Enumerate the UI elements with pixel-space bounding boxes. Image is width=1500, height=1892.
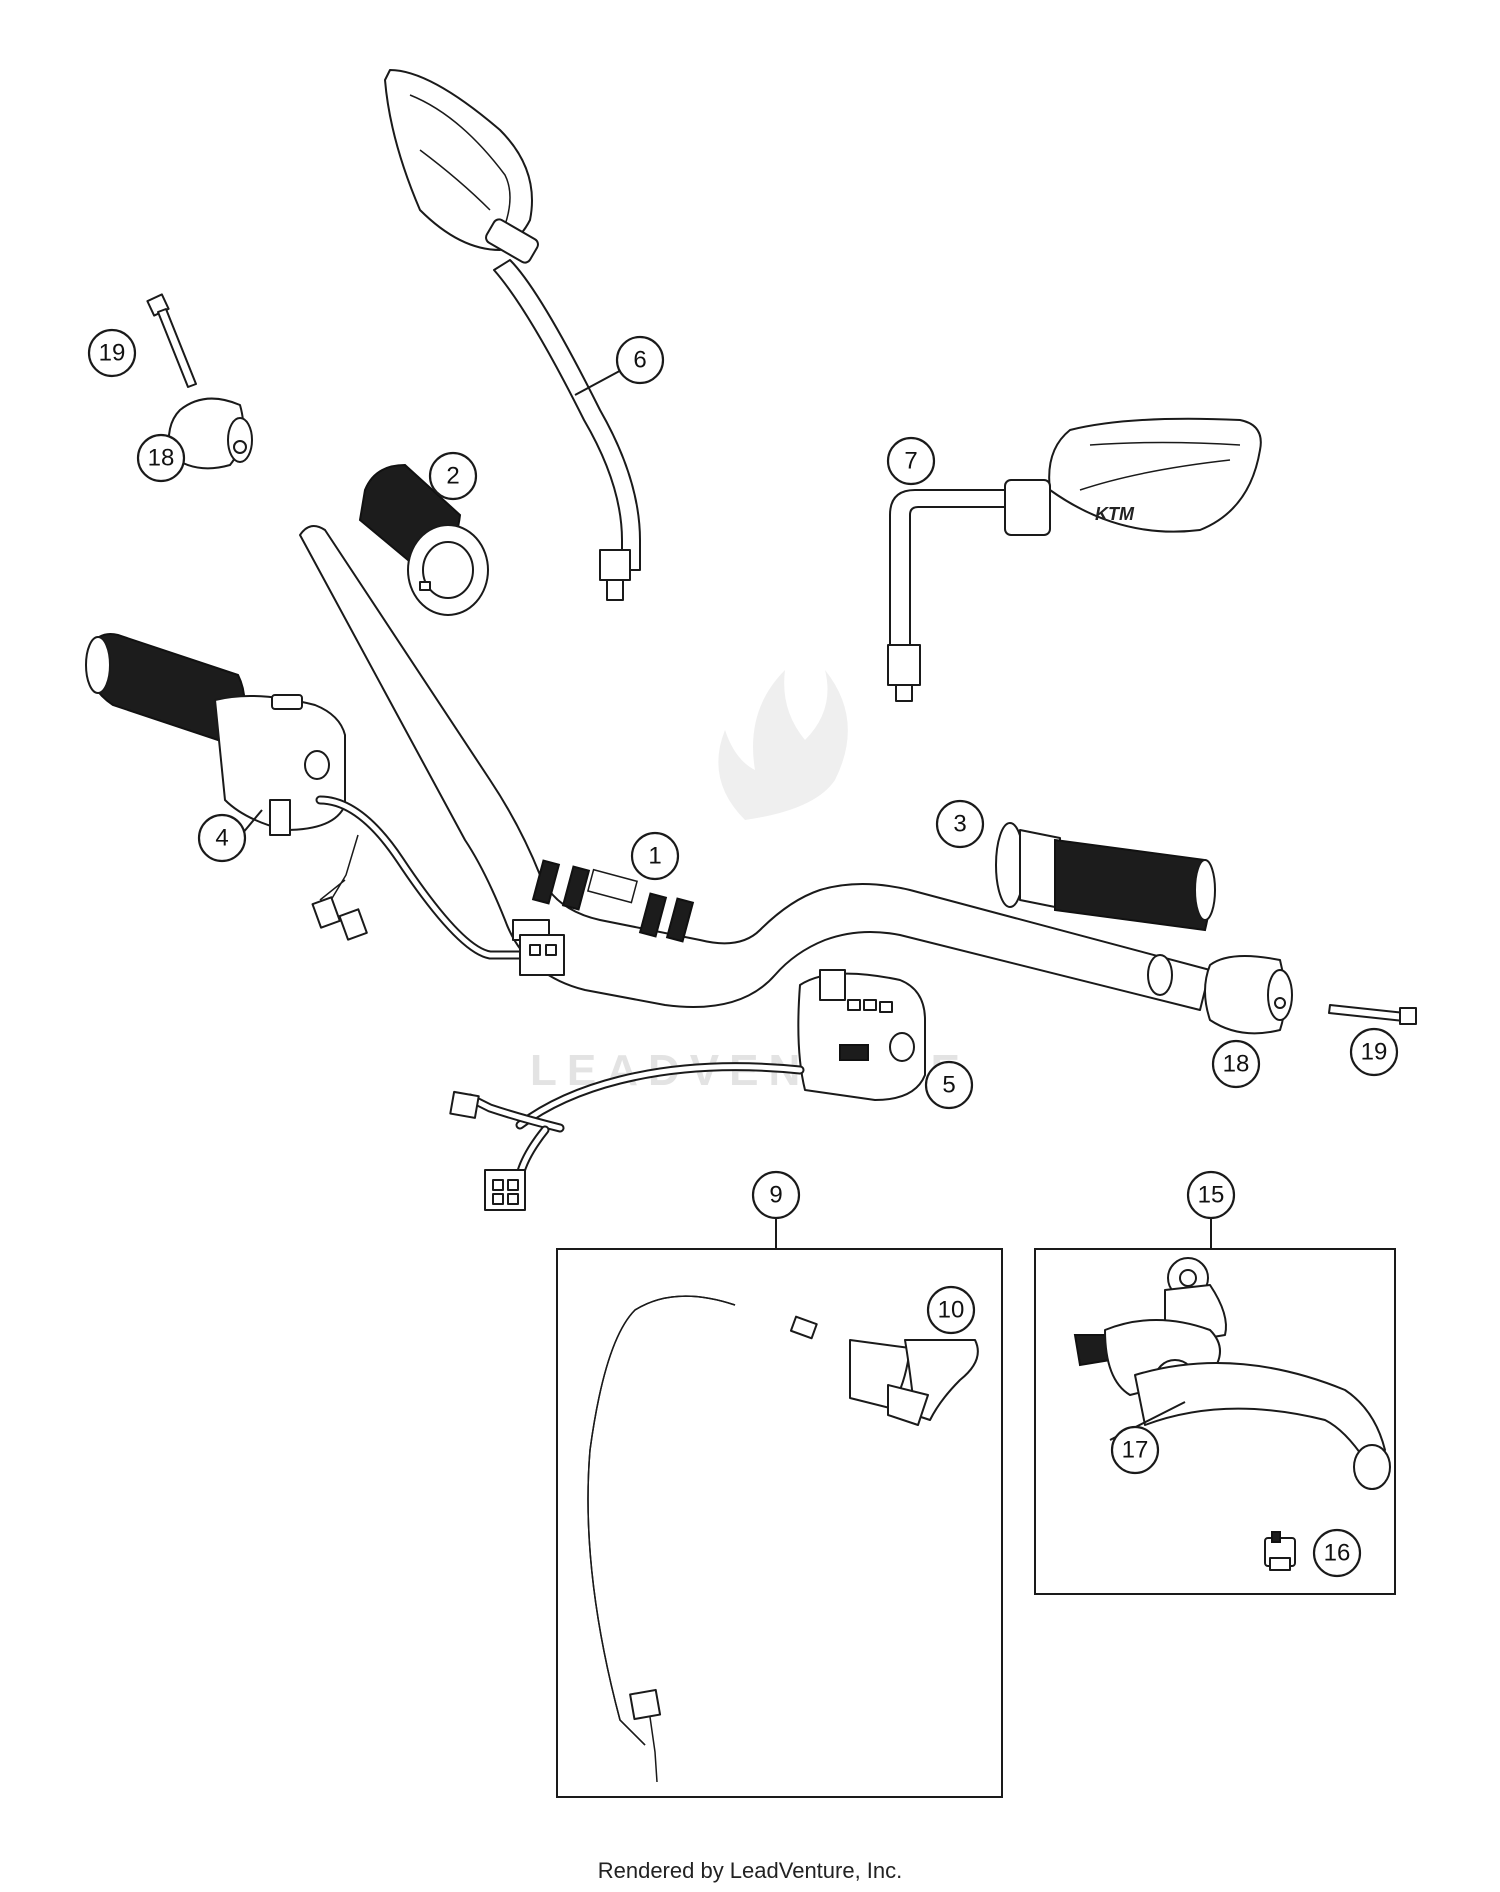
- footer-credit: Rendered by LeadVenture, Inc.: [597, 1858, 903, 1883]
- svg-text:6: 6: [633, 347, 646, 374]
- mirror-right: KTM: [887, 417, 1262, 702]
- mirror-left: [384, 69, 641, 601]
- svg-text:5: 5: [942, 1072, 955, 1099]
- bar-end-weight-right: [1204, 955, 1293, 1035]
- callout-6[interactable]: 6: [615, 335, 665, 385]
- svg-text:15: 15: [1198, 1182, 1225, 1209]
- grip-left: [358, 463, 489, 616]
- callout-5[interactable]: 5: [924, 1060, 974, 1110]
- clutch-lever-assembly: [1073, 1257, 1391, 1490]
- callout-1[interactable]: 1: [630, 831, 680, 881]
- kit-box-9: [556, 1248, 1003, 1798]
- svg-text:2: 2: [446, 463, 459, 490]
- svg-text:16: 16: [1324, 1540, 1351, 1567]
- bolt-upper-left: [146, 293, 197, 388]
- handlebar: [299, 525, 1211, 1011]
- right-switch-assembly: [449, 969, 926, 1211]
- callout-3[interactable]: 3: [935, 799, 985, 849]
- bolt-right: [1328, 1004, 1417, 1025]
- callout-4[interactable]: 4: [197, 813, 247, 863]
- svg-text:1: 1: [648, 843, 661, 870]
- svg-text:19: 19: [99, 340, 126, 367]
- callout-9[interactable]: 9: [751, 1170, 801, 1220]
- callout-10[interactable]: 10: [926, 1285, 976, 1335]
- callout-19-right[interactable]: 19: [1349, 1027, 1399, 1077]
- svg-text:10: 10: [938, 1297, 965, 1324]
- svg-text:3: 3: [953, 811, 966, 838]
- callout-16[interactable]: 16: [1312, 1528, 1362, 1578]
- clutch-switch: [1264, 1531, 1296, 1571]
- callout-15[interactable]: 15: [1186, 1170, 1236, 1220]
- callout-18-upper-left[interactable]: 18: [136, 433, 186, 483]
- left-switch-assembly: [85, 633, 565, 976]
- grip-right: [995, 822, 1216, 932]
- svg-text:18: 18: [148, 445, 175, 472]
- svg-text:7: 7: [904, 448, 917, 475]
- svg-text:4: 4: [215, 825, 228, 852]
- callout-17[interactable]: 17: [1110, 1425, 1160, 1475]
- watermark-flame-icon: [718, 670, 848, 820]
- kit-box-15: [1034, 1248, 1396, 1595]
- callout-18-right[interactable]: 18: [1211, 1039, 1261, 1089]
- svg-text:17: 17: [1122, 1437, 1149, 1464]
- svg-text:KTM: KTM: [1095, 504, 1135, 524]
- svg-text:9: 9: [769, 1182, 782, 1209]
- callout-7[interactable]: 7: [886, 436, 936, 486]
- callout-2[interactable]: 2: [428, 451, 478, 501]
- svg-text:18: 18: [1223, 1051, 1250, 1078]
- cable: [587, 1295, 818, 1783]
- svg-text:19: 19: [1361, 1039, 1388, 1066]
- callout-19-upper-left[interactable]: 19: [87, 328, 137, 378]
- cable-boot: [849, 1339, 979, 1426]
